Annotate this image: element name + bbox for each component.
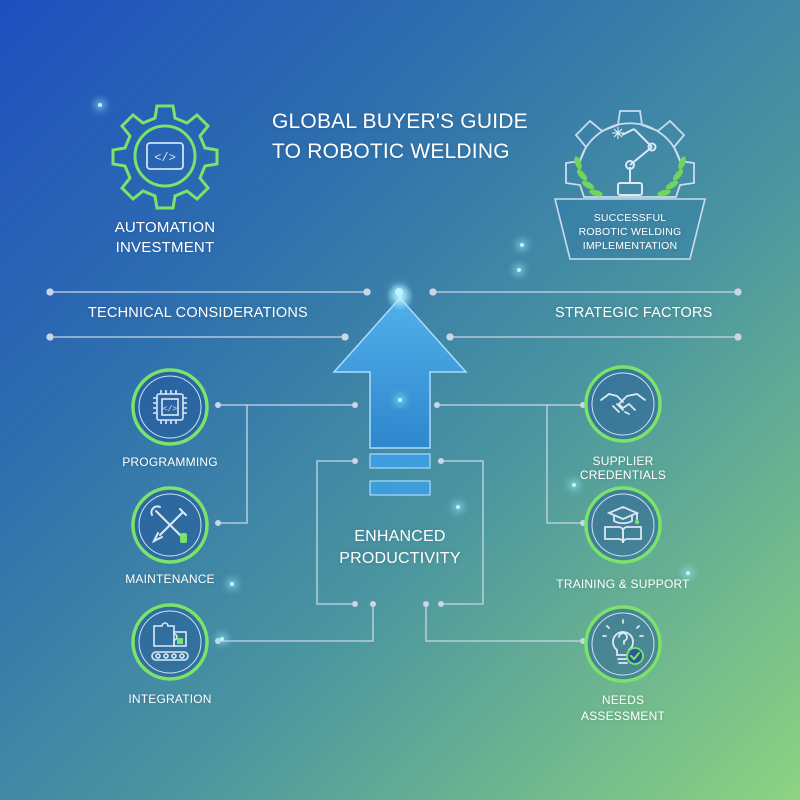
wrench-screwdriver-icon <box>131 486 209 564</box>
sparkle <box>398 398 402 402</box>
automation-badge: </> <box>110 92 240 217</box>
sparkle <box>686 571 690 575</box>
central-arrow <box>332 283 468 496</box>
title-line-2: TO ROBOTIC WELDING <box>272 140 510 163</box>
success-badge <box>535 95 725 270</box>
graduation-book-icon <box>584 486 662 564</box>
left-connectors <box>218 404 374 642</box>
handshake-icon <box>584 365 662 443</box>
integration-label: INTEGRATION <box>128 692 212 706</box>
supplier-label: SUPPLIER CREDENTIALS <box>579 454 667 482</box>
sparkle <box>456 505 460 509</box>
svg-text:</>: </> <box>154 151 176 165</box>
section-lines <box>46 288 742 341</box>
puzzle-conveyor-icon <box>131 603 209 681</box>
sparkle <box>395 288 403 296</box>
programming-label: PROGRAMMING <box>122 455 218 469</box>
sparkle <box>572 483 576 487</box>
lightbulb-check-icon <box>584 605 662 683</box>
sparkle <box>517 268 521 272</box>
chip-code-icon: </> <box>131 368 209 446</box>
title-line-1: GLOBAL BUYER'S GUIDE <box>272 110 528 133</box>
robot-arm-laurel-icon <box>553 110 707 260</box>
sparkle <box>220 637 224 641</box>
sparkle <box>520 243 524 247</box>
svg-text:</>: </> <box>163 405 178 414</box>
gear-code-icon: </> <box>111 104 219 210</box>
sparkle <box>98 103 102 107</box>
training-label: TRAINING & SUPPORT <box>556 577 690 591</box>
center-label: ENHANCED PRODUCTIVITY <box>339 528 461 567</box>
page-title: GLOBAL BUYER'S GUIDE TO ROBOTIC WELDING <box>272 107 528 167</box>
automation-label: AUTOMATION INVESTMENT <box>114 219 216 256</box>
success-label: SUCCESSFUL ROBOTIC WELDING IMPLEMENTATIO… <box>578 212 682 252</box>
right-connectors <box>425 404 583 642</box>
technical-heading: TECHNICAL CONSIDERATIONS <box>88 305 308 321</box>
sparkle <box>230 582 234 586</box>
strategic-heading: STRATEGIC FACTORS <box>555 305 713 321</box>
needs-label: NEEDS ASSESSMENT <box>580 693 666 723</box>
maintenance-label: MAINTENANCE <box>125 572 215 586</box>
